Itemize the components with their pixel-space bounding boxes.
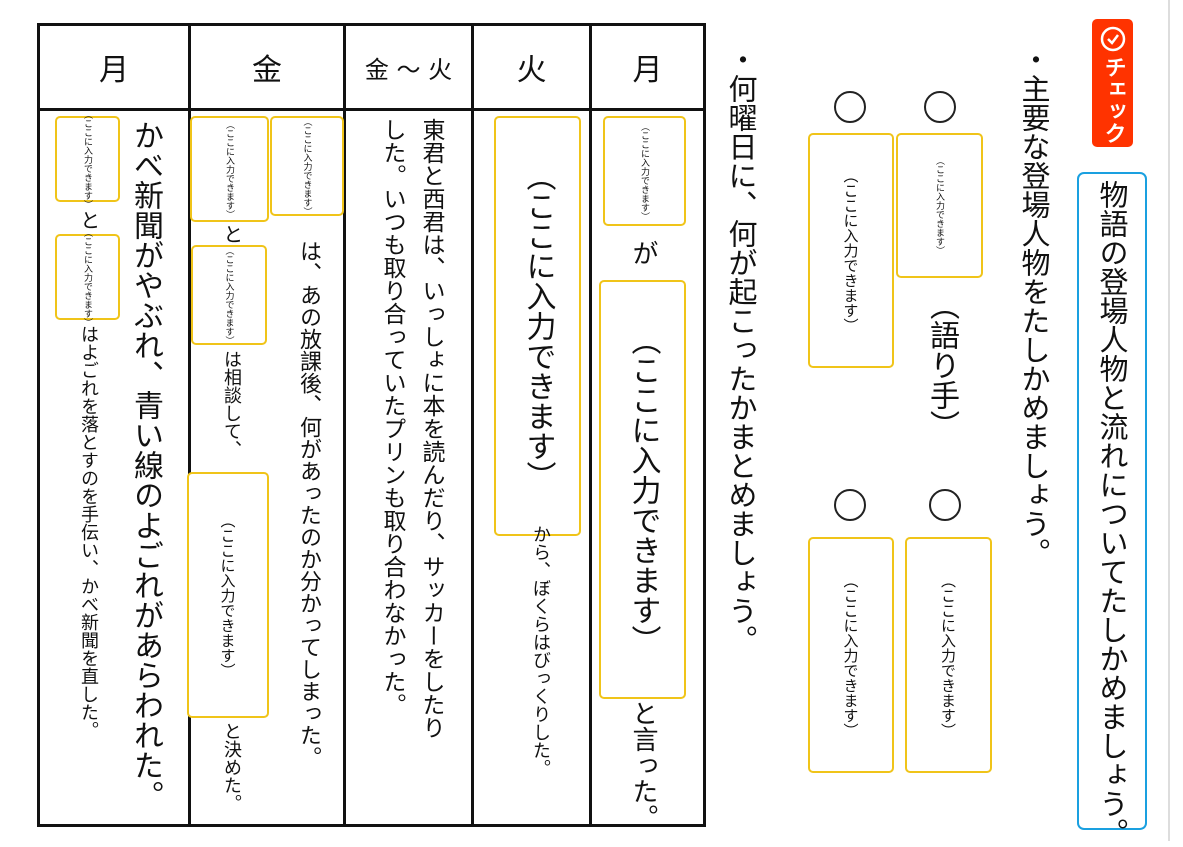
- character-circle: [929, 489, 961, 521]
- header-fri: 金: [252, 53, 282, 88]
- text-frimon-2: した。いつも取り合っていたプリンも取り合わなかった。: [379, 118, 405, 716]
- badge-label: チェック: [1100, 56, 1126, 144]
- text-mon2-end: はよごれを落とすのを手伝い、かべ新聞を直した。: [78, 325, 99, 739]
- fri-input-3[interactable]: （ここに入力できます）: [191, 245, 267, 345]
- mon-quote-input[interactable]: （ここに入力できます）: [599, 280, 686, 699]
- mon2-input-2[interactable]: （ここに入力できます）: [55, 228, 120, 327]
- text-to: と: [77, 210, 101, 230]
- text-mon-end: と言った。: [628, 700, 658, 830]
- events-instruction: ・何曜日に、何が起こったかまとめましょう。: [724, 45, 758, 654]
- text-frimon-1: 東君と西君は、いっしょに本を読んだり、サッカーをしたり: [418, 118, 444, 739]
- text-to: と: [220, 224, 244, 244]
- character-input[interactable]: （ここに入力できます）: [808, 133, 894, 368]
- header-mon2: 月: [99, 53, 129, 88]
- fri-input-2[interactable]: （ここに入力できます）: [190, 116, 269, 222]
- events-table: [37, 23, 706, 827]
- header-tue: 火: [516, 53, 547, 88]
- check-badge: チェック: [1092, 19, 1133, 147]
- text-mon2-big: かべ新聞がやぶれ、青い線のよごれがあらわれた。: [128, 120, 163, 810]
- fri-input-4[interactable]: （ここに入力できます）: [187, 472, 269, 718]
- character-input[interactable]: （ここに入力できます）: [808, 537, 894, 773]
- text-fri-line: は、あの放課後、何があったのか分かってしまった。: [296, 240, 321, 768]
- text-tue-end: から、ぼくらはびっくりした。: [530, 525, 551, 777]
- mon2-input-1[interactable]: （ここに入力できます）: [55, 110, 120, 209]
- text-fri-end: と決めた。: [221, 722, 242, 812]
- character-circle: [924, 91, 956, 123]
- header-mon: 月: [632, 53, 663, 88]
- mon-speaker-input[interactable]: （ここに入力できます）: [603, 116, 686, 226]
- text-soudan: は相談して、: [221, 350, 242, 458]
- tue-input[interactable]: （ここに入力できます）: [494, 116, 581, 536]
- character-circle: [834, 489, 866, 521]
- header-fri-tue: 金 〜 火: [364, 55, 453, 84]
- characters-instruction: ・主要な登場人物をたしかめましょう。: [1017, 45, 1051, 567]
- text-ga: が: [628, 240, 658, 266]
- fri-input-1[interactable]: （ここに入力できます）: [270, 116, 344, 216]
- character-input[interactable]: （ここに入力できます）: [905, 537, 992, 773]
- scrollbar[interactable]: [1168, 0, 1170, 841]
- narrator-input[interactable]: （ここに入力できます）: [896, 133, 983, 278]
- page-title: 物語の登場人物と流れについてたしかめましょう。: [1077, 172, 1147, 847]
- character-circle: [834, 91, 866, 123]
- check-circle-icon: [1100, 26, 1125, 52]
- narrator-label: （語り手）: [924, 290, 959, 440]
